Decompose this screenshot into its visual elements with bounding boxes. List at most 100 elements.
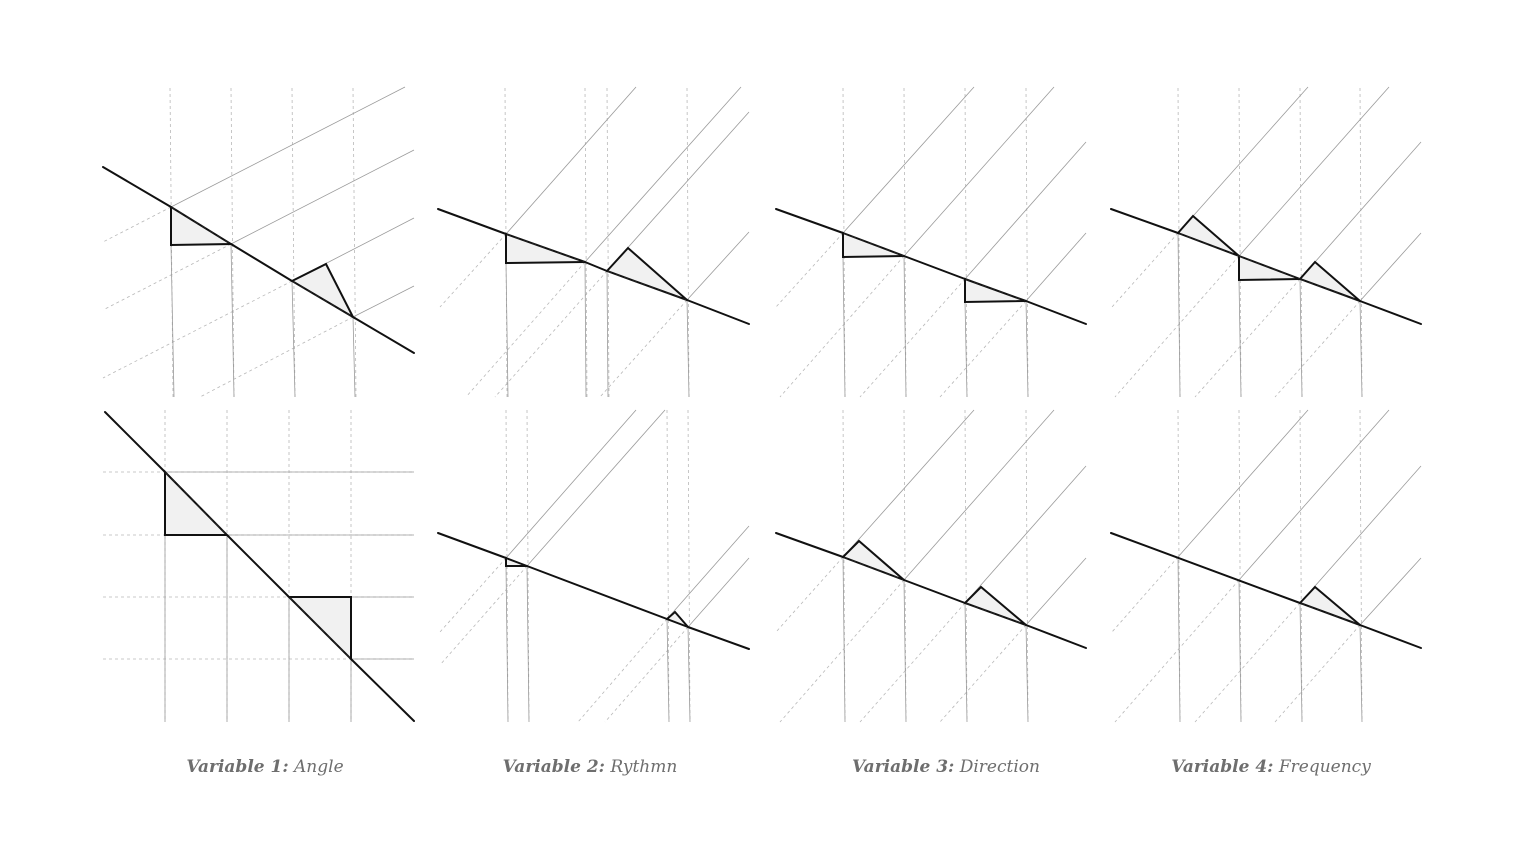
slant-guide [505, 86, 637, 235]
hidden-edge [1299, 278, 1361, 302]
slant-guide [1299, 141, 1422, 280]
vertical-guide [666, 618, 670, 723]
slant-guide-ext [1274, 624, 1361, 723]
slant-guide [1359, 232, 1422, 302]
slant-guide [1359, 557, 1422, 626]
triangle-shape [665, 610, 689, 628]
main-line [1025, 300, 1087, 325]
hidden-edge [842, 556, 905, 581]
triangle-shape [289, 262, 356, 320]
slant-guide [842, 409, 975, 558]
slant-guide [903, 86, 1055, 257]
slant-guide-ext [577, 618, 668, 723]
vertical-guide [687, 409, 691, 723]
vertical-guide [842, 556, 846, 723]
main-line [686, 299, 750, 325]
vertical-guide [687, 626, 691, 723]
triangle-shape [841, 539, 905, 581]
slant-guide [903, 409, 1055, 581]
triangle-shape [842, 231, 905, 259]
slant-guide-ext [939, 624, 1027, 723]
hidden-edge [170, 206, 232, 245]
vertical-guide [1177, 556, 1181, 723]
caption-label: Variable 3: [852, 757, 955, 777]
vertical-guide [170, 244, 175, 398]
slant-guide-ext [494, 270, 608, 398]
slant-guide [352, 285, 415, 318]
slant-guide-ext [1194, 278, 1301, 398]
vertical-guide [903, 255, 907, 398]
slant-guide [584, 86, 742, 263]
vertical-guide [1299, 278, 1303, 398]
main-line [437, 532, 507, 559]
main-line [104, 411, 166, 473]
slant-guide [1299, 465, 1422, 604]
main-line [775, 532, 844, 558]
main-line [903, 255, 966, 280]
vertical-guide [352, 316, 356, 398]
slant-guide [964, 465, 1087, 604]
caption-value: Direction [959, 757, 1040, 777]
slant-guide [842, 86, 975, 234]
main-line [584, 261, 608, 272]
slant-guide [526, 409, 666, 567]
slant-guide [1238, 86, 1390, 257]
hidden-edge [1177, 232, 1240, 257]
slant-guide-ext [102, 280, 293, 379]
vertical-guide [505, 262, 509, 398]
main-line [1110, 208, 1179, 234]
triangle-shape [605, 246, 688, 301]
vertical-guide [1299, 602, 1303, 723]
vertical-guide [964, 602, 968, 723]
slant-guide-ext [599, 299, 688, 398]
slant-guide-ext [439, 557, 507, 633]
slant-guide-ext [775, 556, 844, 633]
slant-guide-ext [102, 243, 232, 311]
slant-guide [1025, 232, 1087, 302]
slant-guide [606, 111, 750, 272]
main-line [1110, 532, 1301, 604]
main-line [437, 208, 507, 235]
slant-guide [666, 525, 750, 620]
hidden-edge [164, 471, 228, 536]
vertical-guide [842, 256, 846, 398]
hidden-edge [1238, 255, 1301, 280]
slant-guide-ext [439, 565, 528, 666]
vertical-guide [584, 261, 587, 398]
slant-guide [1025, 557, 1087, 626]
caption-value: Angle [294, 757, 344, 777]
slant-guide [1177, 409, 1309, 558]
main-line [687, 626, 750, 650]
hidden-edge [505, 233, 586, 263]
hidden-edge [964, 602, 1027, 626]
hidden-edge [291, 280, 354, 318]
slant-guide-ext [465, 261, 586, 398]
vertical-guide [1025, 300, 1029, 398]
vertical-guide [1359, 300, 1363, 398]
vertical-guide [606, 270, 609, 398]
main-line [230, 243, 293, 282]
slant-guide-ext [1111, 556, 1179, 633]
slant-guide-ext [102, 206, 172, 243]
slant-guide-ext [779, 255, 905, 398]
vertical-guide [291, 280, 296, 398]
vertical-guide [1359, 409, 1363, 723]
triangle-shape [170, 205, 235, 247]
caption-label: Variable 1: [186, 757, 289, 777]
triangle-shape [964, 277, 1027, 304]
vertical-guide [1025, 409, 1029, 723]
vertical-guide [1299, 409, 1303, 723]
caption-value: Frequency [1278, 757, 1371, 777]
hidden-edge [288, 596, 352, 660]
vertical-guide [964, 409, 968, 723]
slant-guide [170, 86, 406, 208]
main-line [1025, 624, 1087, 649]
triangle-shape [505, 556, 528, 567]
main-line [775, 208, 844, 234]
main-line [350, 658, 415, 722]
hidden-edge [842, 232, 905, 257]
triangle-shape [1176, 214, 1240, 257]
vertical-guide [1359, 624, 1363, 723]
caption-variable-3: Variable 3: Direction [796, 757, 1096, 777]
